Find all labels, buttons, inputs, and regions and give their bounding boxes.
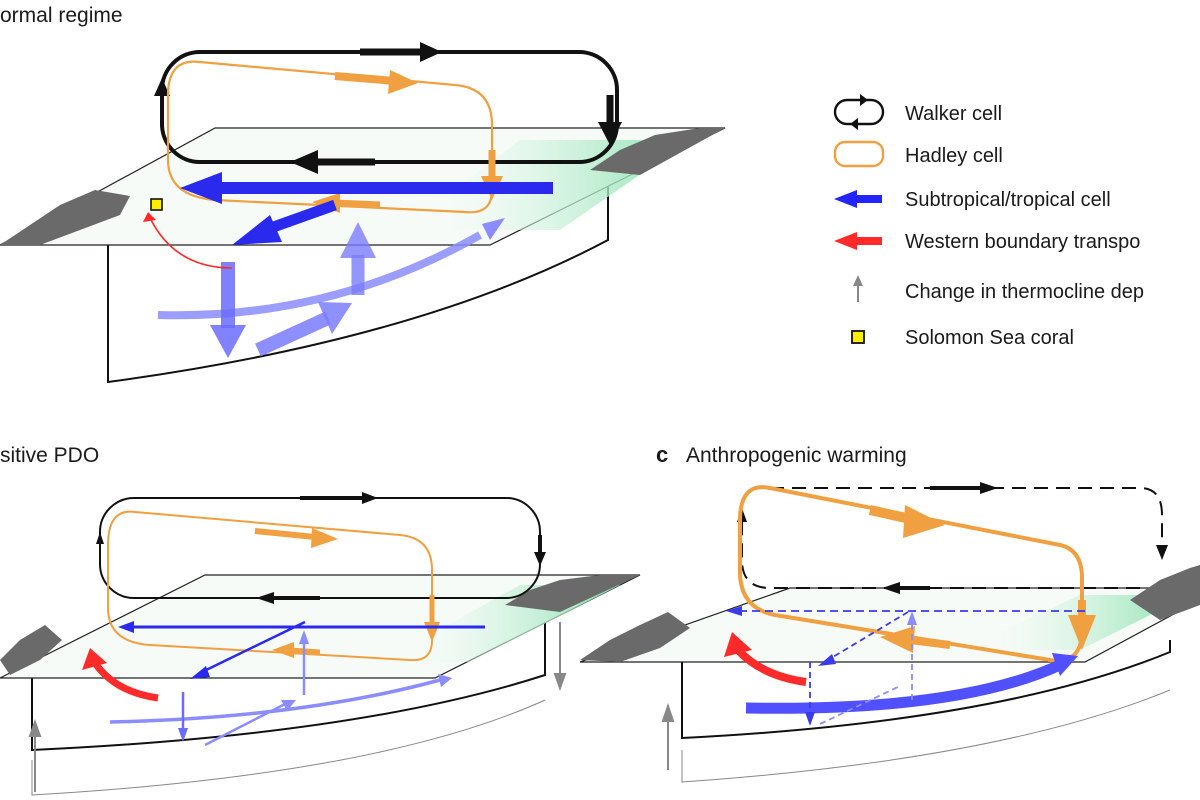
- rounded-loop-icon: [833, 140, 885, 168]
- panel-b-hadley-cell: [107, 510, 440, 662]
- arrow-down-icon: [553, 622, 567, 691]
- panel-b-walker-cell: [96, 492, 546, 604]
- legend-item-walker: Walker cell: [833, 94, 1002, 130]
- panel-b: sitive PDO: [0, 444, 641, 796]
- panel-a-walker-cell: [154, 42, 622, 174]
- panel-b-land-east: [505, 575, 640, 612]
- panel-c-land-west: [580, 612, 690, 662]
- legend-label-stc: Subtropical/tropical cell: [905, 189, 1111, 211]
- legend-label-coral: Solomon Sea coral: [905, 327, 1074, 349]
- legend: Walker cell Hadley cell Subtropical/trop…: [833, 94, 1144, 349]
- panel-a-land-east: [590, 128, 725, 175]
- panel-a: ormal regime: [0, 4, 726, 384]
- legend-label-thermocline: Change in thermocline dep: [905, 281, 1144, 303]
- legend-label-walker: Walker cell: [905, 103, 1002, 125]
- panel-a-title: ormal regime: [0, 4, 123, 27]
- panel-c-letter: c: [656, 442, 668, 467]
- panel-b-stc-arrows: [109, 620, 485, 747]
- arrow-up-icon: [661, 702, 675, 770]
- panel-b-wbt-arrow: [82, 648, 159, 702]
- arrow-left-icon: [834, 190, 882, 208]
- legend-item-coral: Solomon Sea coral: [851, 327, 1074, 349]
- panel-b-ocean-box: [31, 610, 546, 796]
- legend-label-wbt: Western boundary transpo: [905, 231, 1140, 253]
- panel-a-coral-marker: [150, 198, 163, 211]
- panel-c: c Anthropogenic warming: [579, 442, 1200, 783]
- square-marker-icon: [851, 330, 865, 344]
- legend-item-stc: Subtropical/tropical cell: [834, 189, 1111, 211]
- panel-c-title: Anthropogenic warming: [686, 444, 907, 467]
- panel-c-walker-cell: [737, 482, 1168, 594]
- legend-item-thermocline: Change in thermocline dep: [853, 275, 1144, 303]
- panel-a-land-west: [0, 190, 130, 245]
- panel-a-stc-arrows: [157, 172, 553, 358]
- panel-a-wbt-arrow: [143, 212, 233, 269]
- panel-c-wbt-arrow: [724, 632, 807, 686]
- panel-b-title: sitive PDO: [0, 444, 99, 467]
- panel-b-sea-surface: [0, 574, 641, 679]
- legend-item-hadley: Hadley cell: [833, 140, 1003, 168]
- panel-b-thermocline-arrows: [28, 622, 567, 792]
- panel-c-sea-surface: [579, 565, 1200, 663]
- panel-b-land-west: [0, 625, 62, 675]
- loop-arrows-icon: [833, 94, 885, 130]
- arrow-up-icon: [853, 275, 863, 302]
- panel-c-ocean-box: [681, 640, 1171, 783]
- panel-c-thermocline-arrow: [661, 702, 675, 770]
- panel-c-land-east: [1130, 565, 1200, 620]
- arrow-left-icon: [834, 232, 882, 250]
- panel-c-stc-arrows: [726, 606, 1085, 726]
- legend-label-hadley: Hadley cell: [905, 145, 1003, 167]
- arrow-up-icon: [28, 719, 42, 792]
- panel-a-ocean-box: [107, 185, 609, 384]
- legend-item-wbt: Western boundary transpo: [834, 231, 1140, 253]
